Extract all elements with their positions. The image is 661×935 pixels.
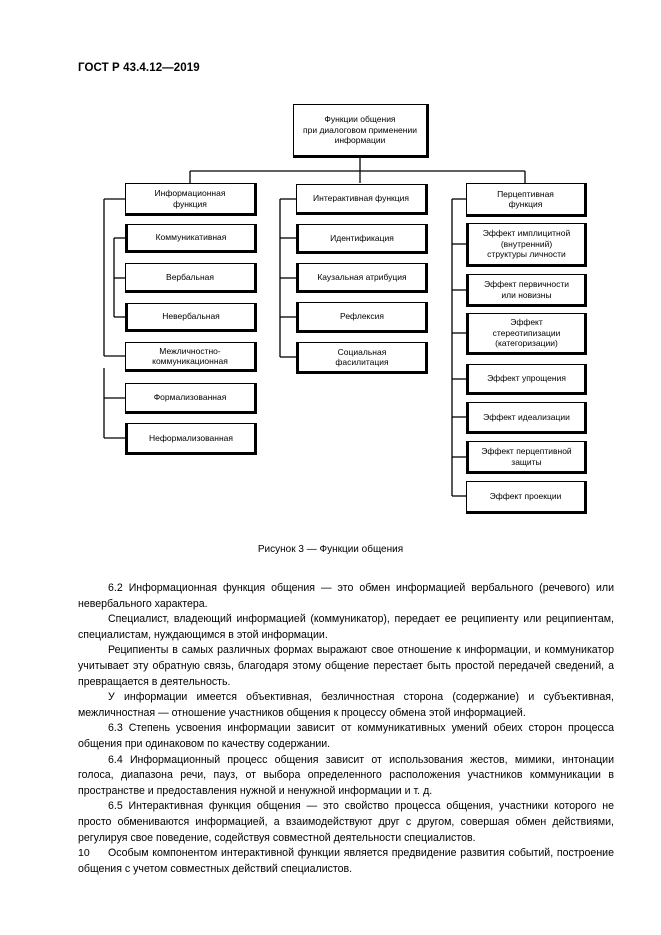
implicit-personality-box: Эффект имплицитной (внутренний) структур… xyxy=(466,223,587,267)
paragraph: Особым компонентом интерактивной функции… xyxy=(78,847,614,875)
body-text: 6.2 Информационная функция общения — это… xyxy=(78,581,614,877)
perceptual-defense-box: Эффект перцептивной защиты xyxy=(466,441,587,474)
paragraph: 6.5 Интерактивная функция общения — это … xyxy=(78,800,614,844)
projection-box: Эффект проекции xyxy=(466,481,587,514)
paragraph: 6.4 Информационный процесс общения завис… xyxy=(78,753,614,797)
interpersonal-comm-box: Межличностно- коммуникационная xyxy=(125,342,257,372)
paragraph: У информации имеется объективная, безлич… xyxy=(78,691,614,719)
figure-caption: Рисунок 3 — Функции общения xyxy=(257,544,404,555)
identification-box: Идентификация xyxy=(296,224,428,254)
paragraph: Специалист, владеющий информацией (комму… xyxy=(78,613,614,641)
perceptive-function-box: Перцептивная функция xyxy=(466,183,587,217)
diagram-connectors xyxy=(103,156,526,497)
document-header: ГОСТ Р 43.4.12—2019 xyxy=(78,62,200,74)
communicative-box: Коммуникативная xyxy=(125,224,257,253)
paragraph: 6.3 Степень усвоения информации зависит … xyxy=(78,722,614,750)
interactive-function-box: Интерактивная функция xyxy=(296,184,428,215)
causal-attribution-box: Каузальная атрибуция xyxy=(296,263,428,293)
formalized-box: Формализованная xyxy=(125,383,257,414)
paragraph: Реципиенты в самых различных формах выра… xyxy=(78,644,614,688)
idealization-box: Эффект идеализации xyxy=(466,402,587,434)
info-function-box: Информационная функция xyxy=(125,183,257,216)
nonformalized-box: Неформализованная xyxy=(125,423,257,455)
verbal-box: Вербальная xyxy=(125,263,257,293)
nonverbal-box: Невербальная xyxy=(125,303,257,332)
social-facilitation-box: Социальная фасилитация xyxy=(296,342,428,374)
reflection-box: Рефлексия xyxy=(296,302,428,333)
diagram-root-box: Функции общения при диалоговом применени… xyxy=(293,104,429,158)
page-number: 10 xyxy=(78,847,90,859)
paragraph: 6.2 Информационная функция общения — это… xyxy=(78,582,614,610)
stereotyping-box: Эффект стереотипизации (категоризации) xyxy=(466,313,587,355)
primacy-recency-box: Эффект первичности или новизны xyxy=(466,274,587,307)
simplification-box: Эффект упрощения xyxy=(466,364,587,395)
